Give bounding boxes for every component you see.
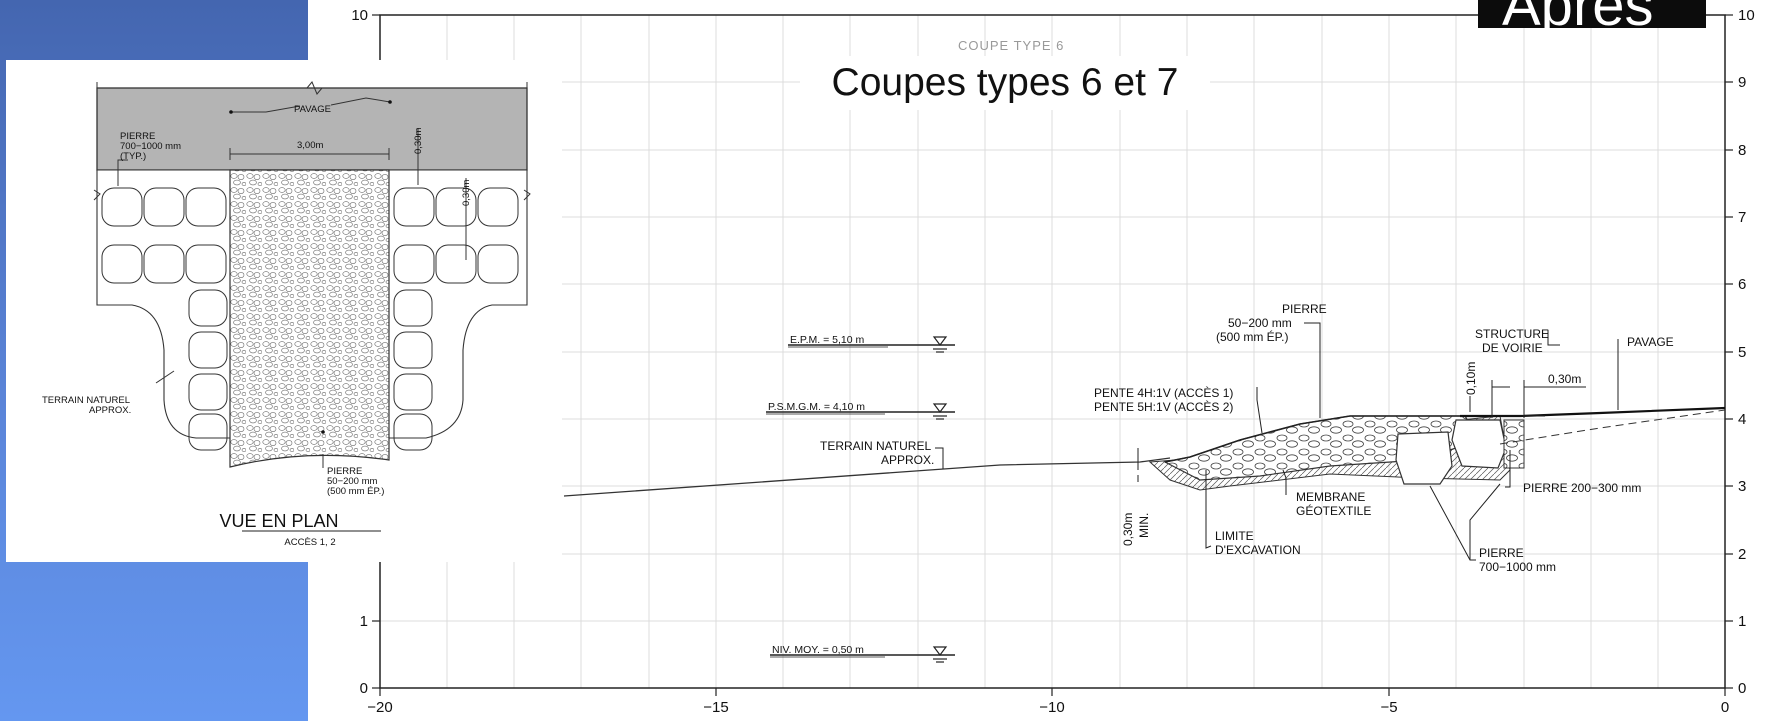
y-tick-right-2: 2 [1738,546,1746,563]
water-level-niv-moy-label: NIV. MOY. = 0,50 m [772,644,864,656]
x-tick-minus-10: −10 [1039,699,1064,716]
label-structure-voirie: DE VOIRIE [1482,341,1543,355]
plan-gravel-path [229,169,390,468]
plan-label-3-00m: 3,00m [297,140,323,151]
y-tick-left-1: 1 [360,613,368,630]
y-tick-left-0: 0 [360,680,368,697]
label-pierre-50-200: PIERRE [1282,302,1327,316]
plan-label-0-30m-b: 0,30m [461,180,472,206]
water-level-epm-label: E.P.M. = 5,10 m [790,334,864,346]
water-level-niv-moy: NIV. MOY. = 0,50 m [770,644,955,663]
plan-labels: PAVAGE PIERRE 700−1000 mm (TYP.) 3,00m 0… [42,104,472,497]
plan-label-0-30m-a: 0,30m [413,128,424,154]
water-level-psmgm-label: P.S.M.G.M. = 4,10 m [768,401,865,413]
y-tick-right-7: 7 [1738,209,1746,226]
plan-label-pierre: PIERRE [120,131,155,142]
x-tick-0: 0 [1721,699,1729,716]
pavement-base-dashed [1499,409,1726,445]
plan-label-terrain: TERRAIN NATUREL [42,395,130,406]
label-dim-0-30: 0,30m [1548,372,1581,386]
plan-label-pierre-bottom-size: 50−200 mm [327,476,378,487]
label-pierre-700-1000-size: 700−1000 mm [1479,560,1556,574]
slide-title: Coupes types 6 et 7 [800,56,1210,110]
y-tick-right-9: 9 [1738,74,1746,91]
water-level-psmgm: P.S.M.G.M. = 4,10 m [766,401,955,420]
y-tick-left-10: 10 [351,7,368,24]
leader-lines [935,322,1619,561]
plan-label-terrain-approx: APPROX. [89,405,131,416]
y-axis-right: 10 9 8 7 6 5 4 3 2 1 0 [1725,7,1755,697]
large-stone-2 [1451,419,1507,469]
y-tick-right-6: 6 [1738,276,1746,293]
y-axis-left: 10 1 0 [351,7,380,697]
section-labels: PIERRE 50−200 mm (500 mm ÉP.) STRUCTURE … [820,302,1674,574]
plan-dimensions [117,97,467,468]
x-tick-minus-5: −5 [1380,699,1397,716]
label-terrain-naturel: TERRAIN NATUREL [820,439,931,453]
plan-label-pierre-size: 700−1000 mm [120,141,181,152]
label-pierre-50-200-size: 50−200 mm [1228,316,1292,330]
x-axis: −20 −15 −10 −5 0 [367,688,1729,716]
x-tick-minus-20: −20 [367,699,392,716]
plan-pavement [96,87,528,171]
label-dim-0-30-min: 0,30m [1121,513,1135,546]
plan-view-drawing: PAVAGE PIERRE 700−1000 mm (TYP.) 3,00m 0… [42,81,531,548]
plan-label-pierre-bottom: PIERRE [327,466,362,477]
label-pierre-50-200-ep: (500 mm ÉP.) [1216,329,1288,344]
label-pente-5h1v: PENTE 5H:1V (ACCÈS 2) [1094,399,1233,414]
y-tick-right-8: 8 [1738,142,1746,159]
slope-surface [1164,415,1500,463]
y-tick-right-4: 4 [1738,411,1746,428]
water-level-epm: E.P.M. = 5,10 m [788,334,955,353]
label-structure: STRUCTURE [1475,327,1549,341]
label-min: MIN. [1137,513,1151,538]
ghost-title: COUPE TYPE 6 [958,38,1065,53]
plan-break-symbols [93,189,531,201]
large-stone-1 [1395,431,1453,485]
plan-label-pierre-typ: (TYP.) [120,151,146,162]
medium-stone-column [1503,419,1525,469]
label-excavation: D'EXCAVATION [1215,543,1301,557]
label-dim-0-10: 0,10m [1464,362,1478,395]
y-tick-right-0: 0 [1738,680,1746,697]
plan-label-pierre-bottom-ep: (500 mm ÉP.) [327,486,384,497]
y-tick-right-1: 1 [1738,613,1746,630]
badge-label: Après [1478,0,1706,28]
y-tick-right-3: 3 [1738,478,1746,495]
plan-view-panel: PAVAGE PIERRE 700−1000 mm (TYP.) 3,00m 0… [6,60,562,562]
label-pavage: PAVAGE [1627,335,1674,349]
plan-subtitle: ACCÈS 1, 2 [284,537,335,548]
y-tick-right-5: 5 [1738,344,1746,361]
label-pierre-200-300: PIERRE 200−300 mm [1523,481,1641,495]
label-pierre-700-1000: PIERRE [1479,546,1524,560]
pavement-line [1460,406,1726,418]
plan-title: VUE EN PLAN [219,511,338,531]
plan-boulders [101,187,519,451]
label-pente-4h1v: PENTE 4H:1V (ACCÈS 1) [1094,385,1233,400]
label-geotextile: GÉOTEXTILE [1296,503,1371,518]
plan-label-pavage: PAVAGE [294,104,331,115]
label-membrane: MEMBRANE [1296,490,1365,504]
label-limite: LIMITE [1215,529,1254,543]
terrain-line [563,457,1171,497]
label-terrain-approx: APPROX. [881,453,934,467]
x-tick-minus-15: −15 [703,699,728,716]
y-tick-right-10: 10 [1738,7,1755,24]
